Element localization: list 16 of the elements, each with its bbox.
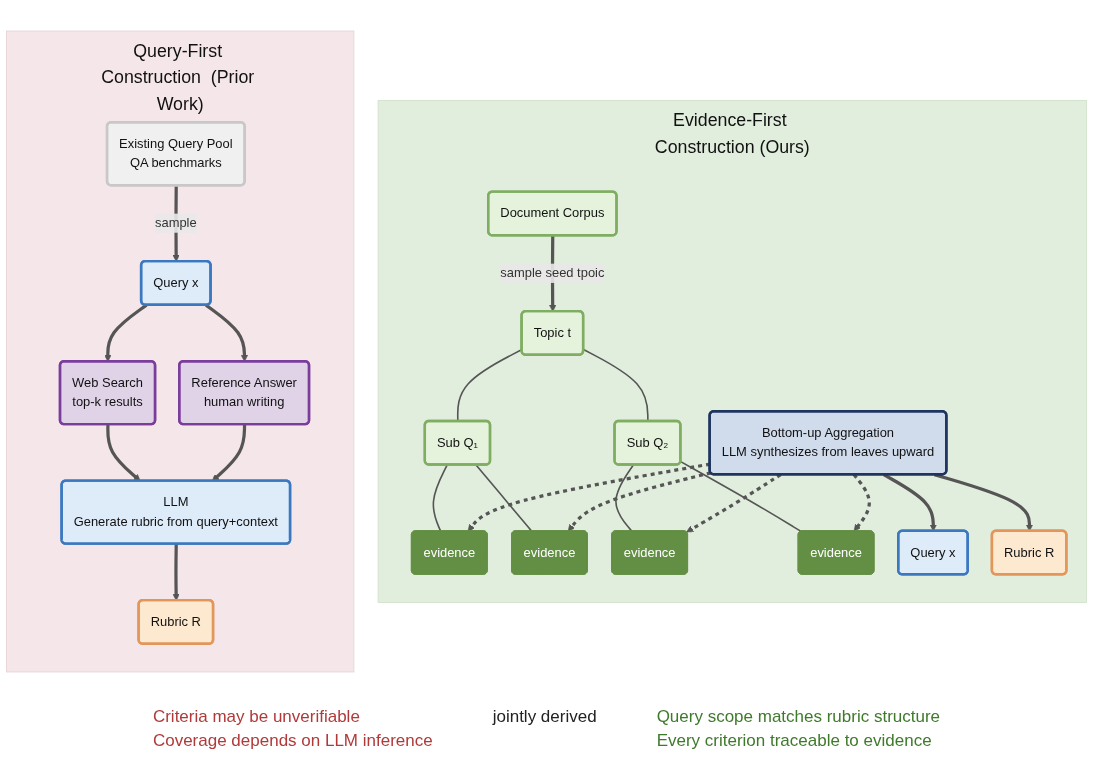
note-text: Criteria may be unverifiable [152, 707, 361, 727]
connector [432, 464, 448, 532]
arrow [567, 471, 712, 532]
arrow [172, 544, 180, 601]
edge-label: sample seed tpoic [500, 265, 605, 280]
arrow [205, 303, 248, 362]
note-text: Query scope matches rubric structure [656, 707, 941, 727]
edge-label: sample [155, 215, 197, 230]
connector [679, 460, 802, 533]
connector [615, 464, 635, 532]
note-text: Every criterion traceable to evidence [656, 731, 933, 751]
arrow [467, 462, 711, 532]
connector [475, 464, 533, 532]
arrow [104, 303, 148, 362]
note-text: Coverage depends on LLM inference [152, 731, 433, 751]
bracket-label: jointly derived [492, 707, 597, 727]
